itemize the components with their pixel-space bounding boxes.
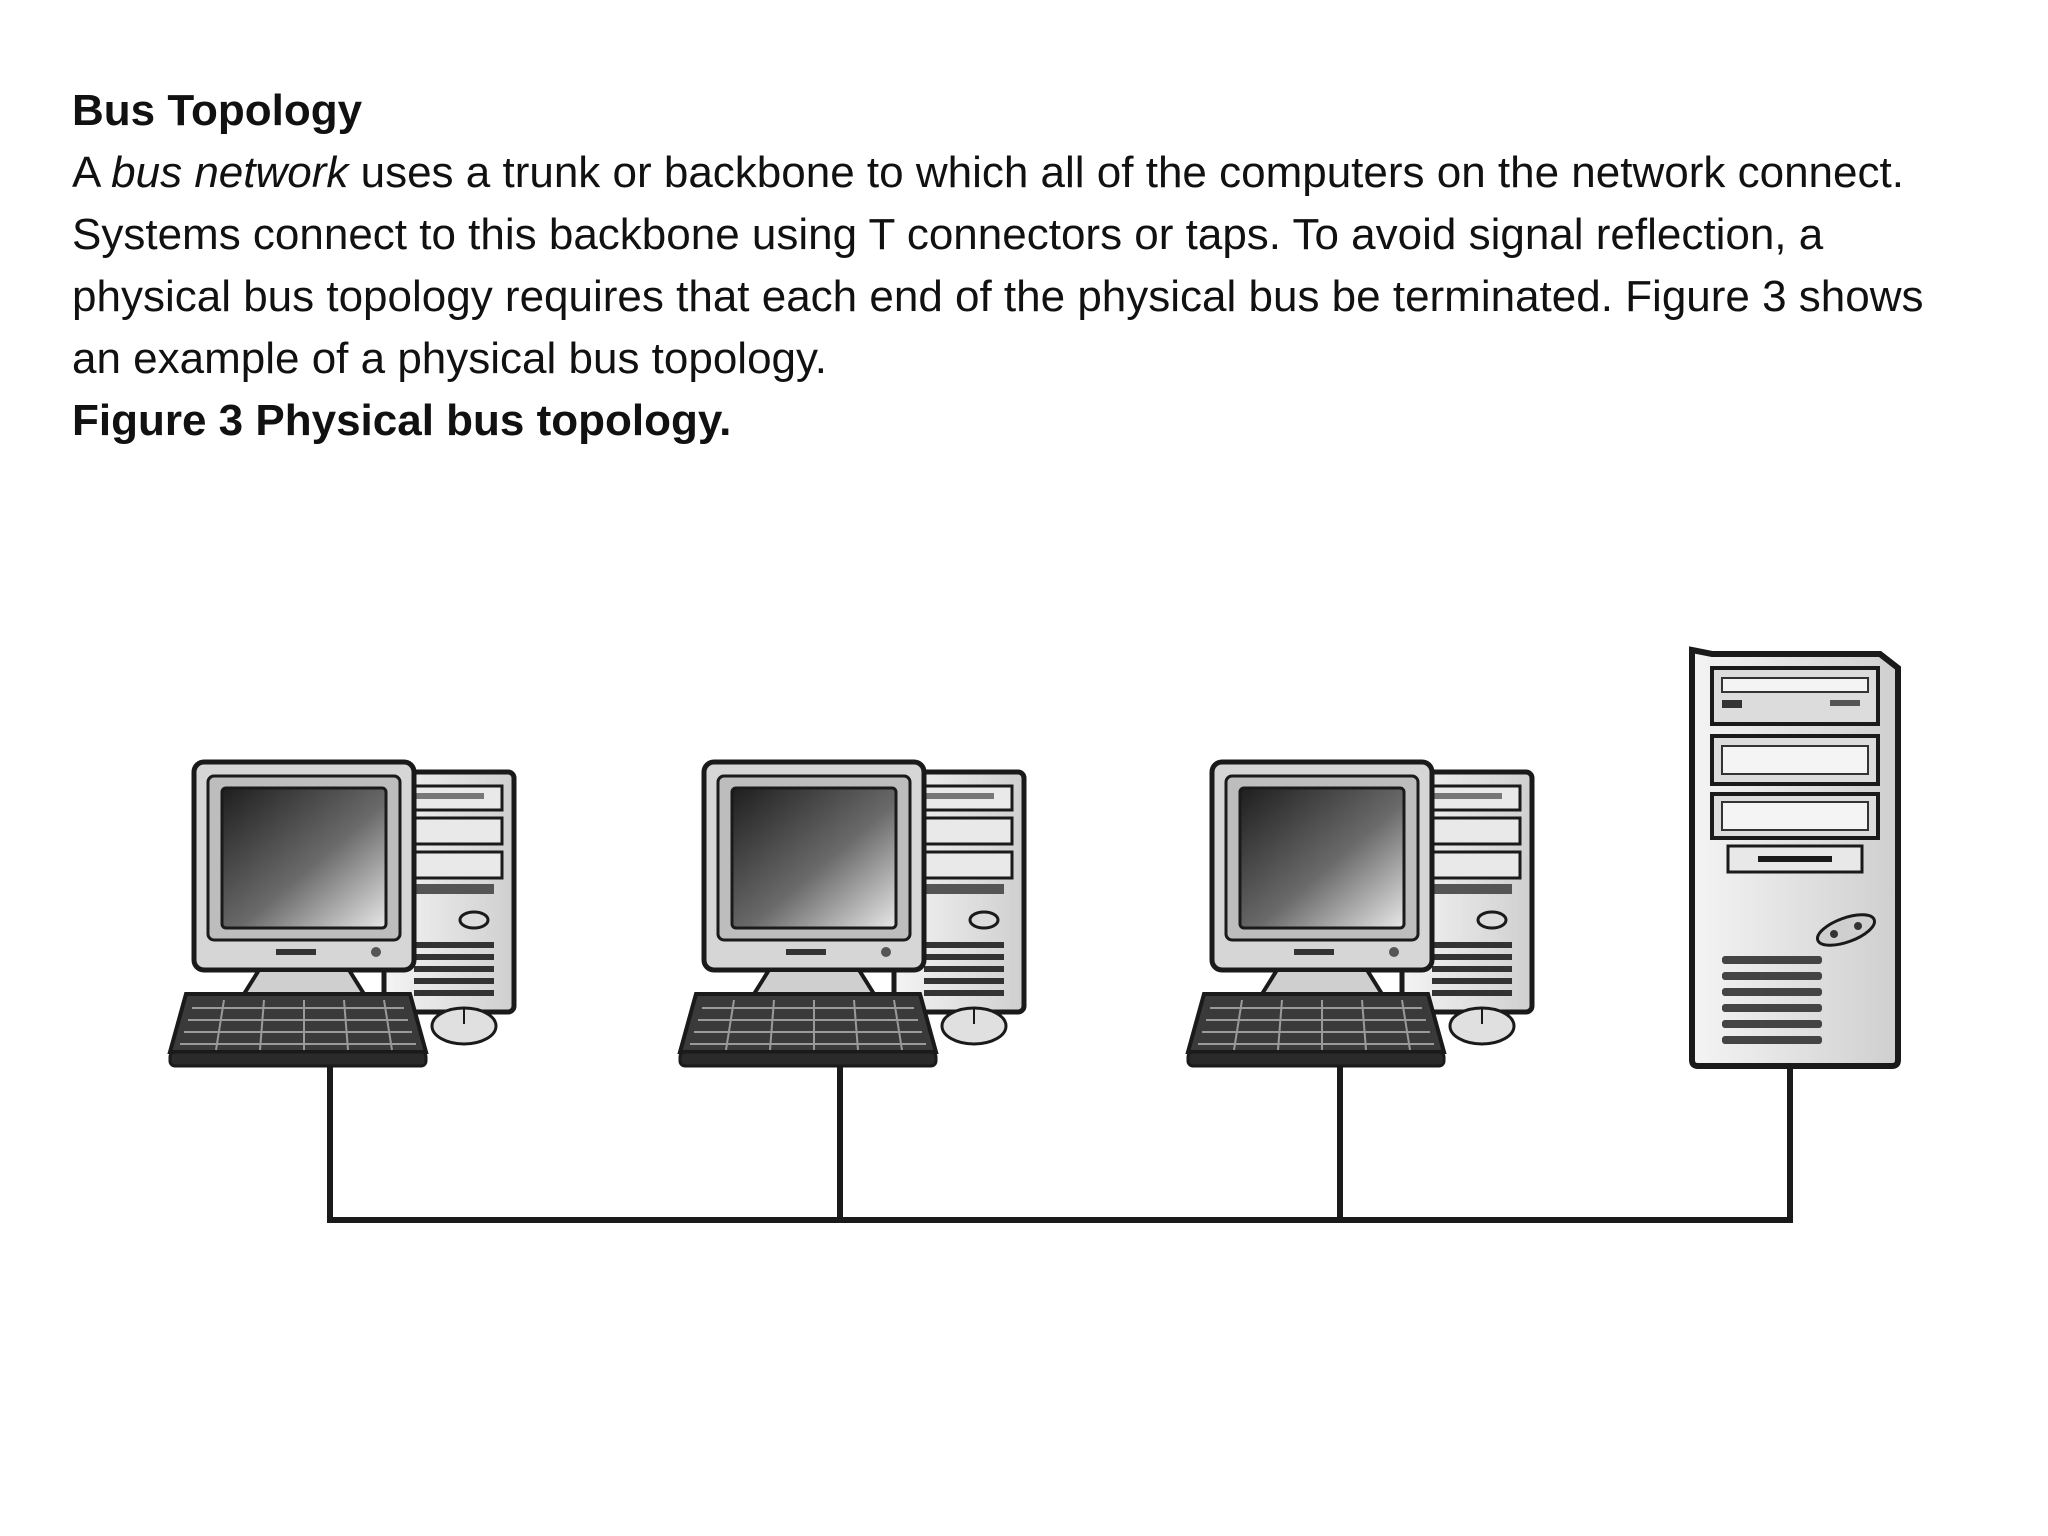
workstation-computer-3 [1188,762,1532,1066]
figure-caption: Figure 3 Physical bus topology. [72,396,732,445]
paragraph-rest: uses a trunk or backbone to which all of… [72,148,1924,383]
paragraph-prefix: A [72,148,112,197]
workstation-computer-1 [170,762,514,1066]
workstation-computer-2 [680,762,1024,1066]
body-paragraph: A bus network uses a trunk or backbone t… [72,142,1972,390]
server-tower [1689,646,1901,1069]
section-heading: Bus Topology [72,86,363,135]
text-block: Bus Topology A bus network uses a trunk … [72,80,1972,452]
paragraph-italic-term: bus network [111,148,349,197]
bus-backbone [327,1057,1793,1223]
